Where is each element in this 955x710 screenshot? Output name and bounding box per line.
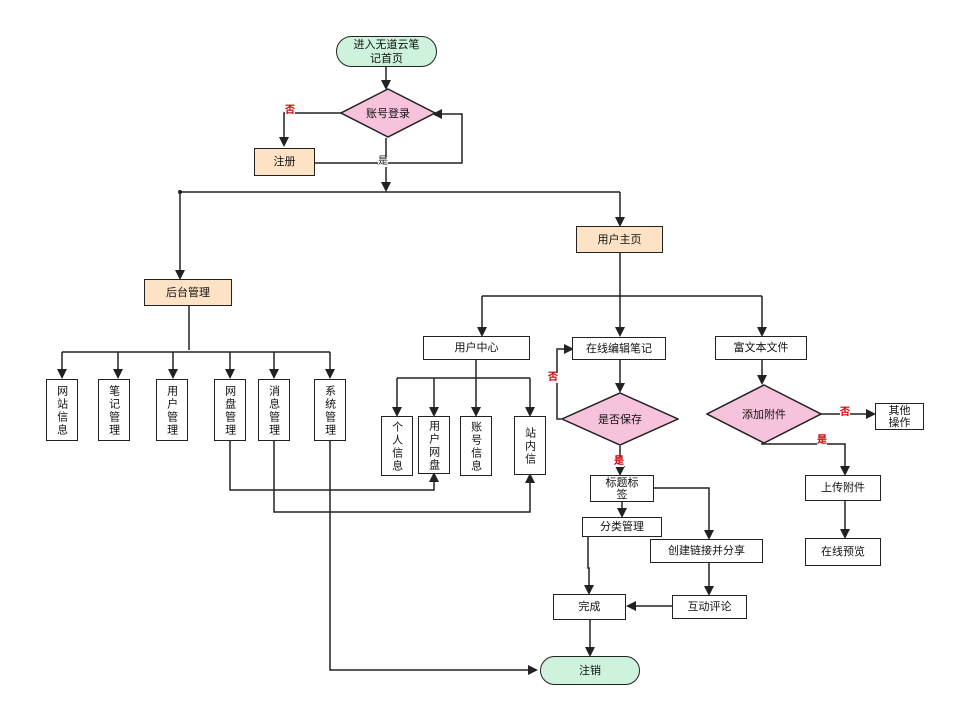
site-info-node: 网站信息 <box>46 379 78 441</box>
msg-mgmt-label: 消息管理 <box>267 385 281 437</box>
upload-node: 上传附件 <box>805 475 881 501</box>
save-label: 是否保存 <box>598 413 642 426</box>
rich-text-node: 富文本文件 <box>715 336 807 360</box>
attach-label: 添加附件 <box>742 408 786 421</box>
site-msg-node: 站内信 <box>514 416 546 475</box>
login-label: 账号登录 <box>366 107 410 120</box>
comment-label: 互动评论 <box>687 600 732 614</box>
disk-mgmt-node: 网盘管理 <box>214 379 246 441</box>
user-disk-node: 用户网盘 <box>418 416 450 474</box>
save-no-tag: 否 <box>548 372 558 383</box>
login-decision: 账号登录 <box>340 88 436 138</box>
user-center-node: 用户中心 <box>423 336 530 360</box>
personal-info-node: 个人信息 <box>381 416 413 476</box>
save-yes-tag: 是 <box>614 456 624 467</box>
other-op-label: 其他操作 <box>888 403 911 429</box>
admin-node: 后台管理 <box>144 279 232 306</box>
share-label: 创建链接并分享 <box>668 544 745 558</box>
register-node: 注册 <box>254 148 315 176</box>
start-label: 进入无道云笔记首页 <box>353 38 420 65</box>
upload-label: 上传附件 <box>821 481 865 495</box>
sys-mgmt-node: 系统管理 <box>314 379 346 441</box>
user-center-label: 用户中心 <box>454 341 499 355</box>
logout-label: 注销 <box>579 663 601 677</box>
category-label: 分类管理 <box>600 520 644 534</box>
save-decision: 是否保存 <box>561 392 679 446</box>
preview-label: 在线预览 <box>821 545 865 559</box>
register-label: 注册 <box>273 155 296 169</box>
user-home-label: 用户主页 <box>597 232 642 246</box>
note-mgmt-node: 笔记管理 <box>98 379 130 441</box>
logout-terminal: 注销 <box>540 656 640 685</box>
msg-mgmt-node: 消息管理 <box>258 379 290 441</box>
preview-node: 在线预览 <box>805 538 881 566</box>
sys-mgmt-label: 系统管理 <box>323 385 337 437</box>
online-edit-label: 在线编辑笔记 <box>586 341 652 355</box>
share-node: 创建链接并分享 <box>650 539 763 563</box>
attach-no-tag: 否 <box>840 407 850 418</box>
title-tag-node: 标题标签 <box>590 475 654 502</box>
note-mgmt-label: 笔记管理 <box>107 385 121 437</box>
done-label: 完成 <box>578 600 601 614</box>
account-info-label: 账号信息 <box>469 421 483 473</box>
admin-label: 后台管理 <box>166 285 210 299</box>
user-home-node: 用户主页 <box>576 226 663 253</box>
done-node: 完成 <box>553 594 626 620</box>
category-node: 分类管理 <box>582 517 662 537</box>
disk-mgmt-label: 网盘管理 <box>223 385 237 437</box>
comment-node: 互动评论 <box>672 595 747 619</box>
site-msg-label: 站内信 <box>523 427 537 466</box>
site-info-label: 网站信息 <box>55 385 69 437</box>
other-op-node: 其他操作 <box>875 403 924 430</box>
user-disk-label: 用户网盘 <box>427 420 441 472</box>
attach-decision: 添加附件 <box>706 384 822 444</box>
personal-info-label: 个人信息 <box>390 421 404 473</box>
title-tag-label: 标题标签 <box>605 475 639 501</box>
online-edit-node: 在线编辑笔记 <box>572 337 666 360</box>
user-mgmt-node: 用户管理 <box>156 379 188 441</box>
login-yes-tag: 是 <box>378 156 388 167</box>
user-mgmt-label: 用户管理 <box>165 385 179 437</box>
start-terminal: 进入无道云笔记首页 <box>336 36 437 67</box>
rich-text-label: 富文本文件 <box>733 341 789 355</box>
account-info-node: 账号信息 <box>460 416 492 476</box>
attach-yes-tag: 是 <box>817 435 827 446</box>
login-no-tag: 否 <box>285 105 295 116</box>
